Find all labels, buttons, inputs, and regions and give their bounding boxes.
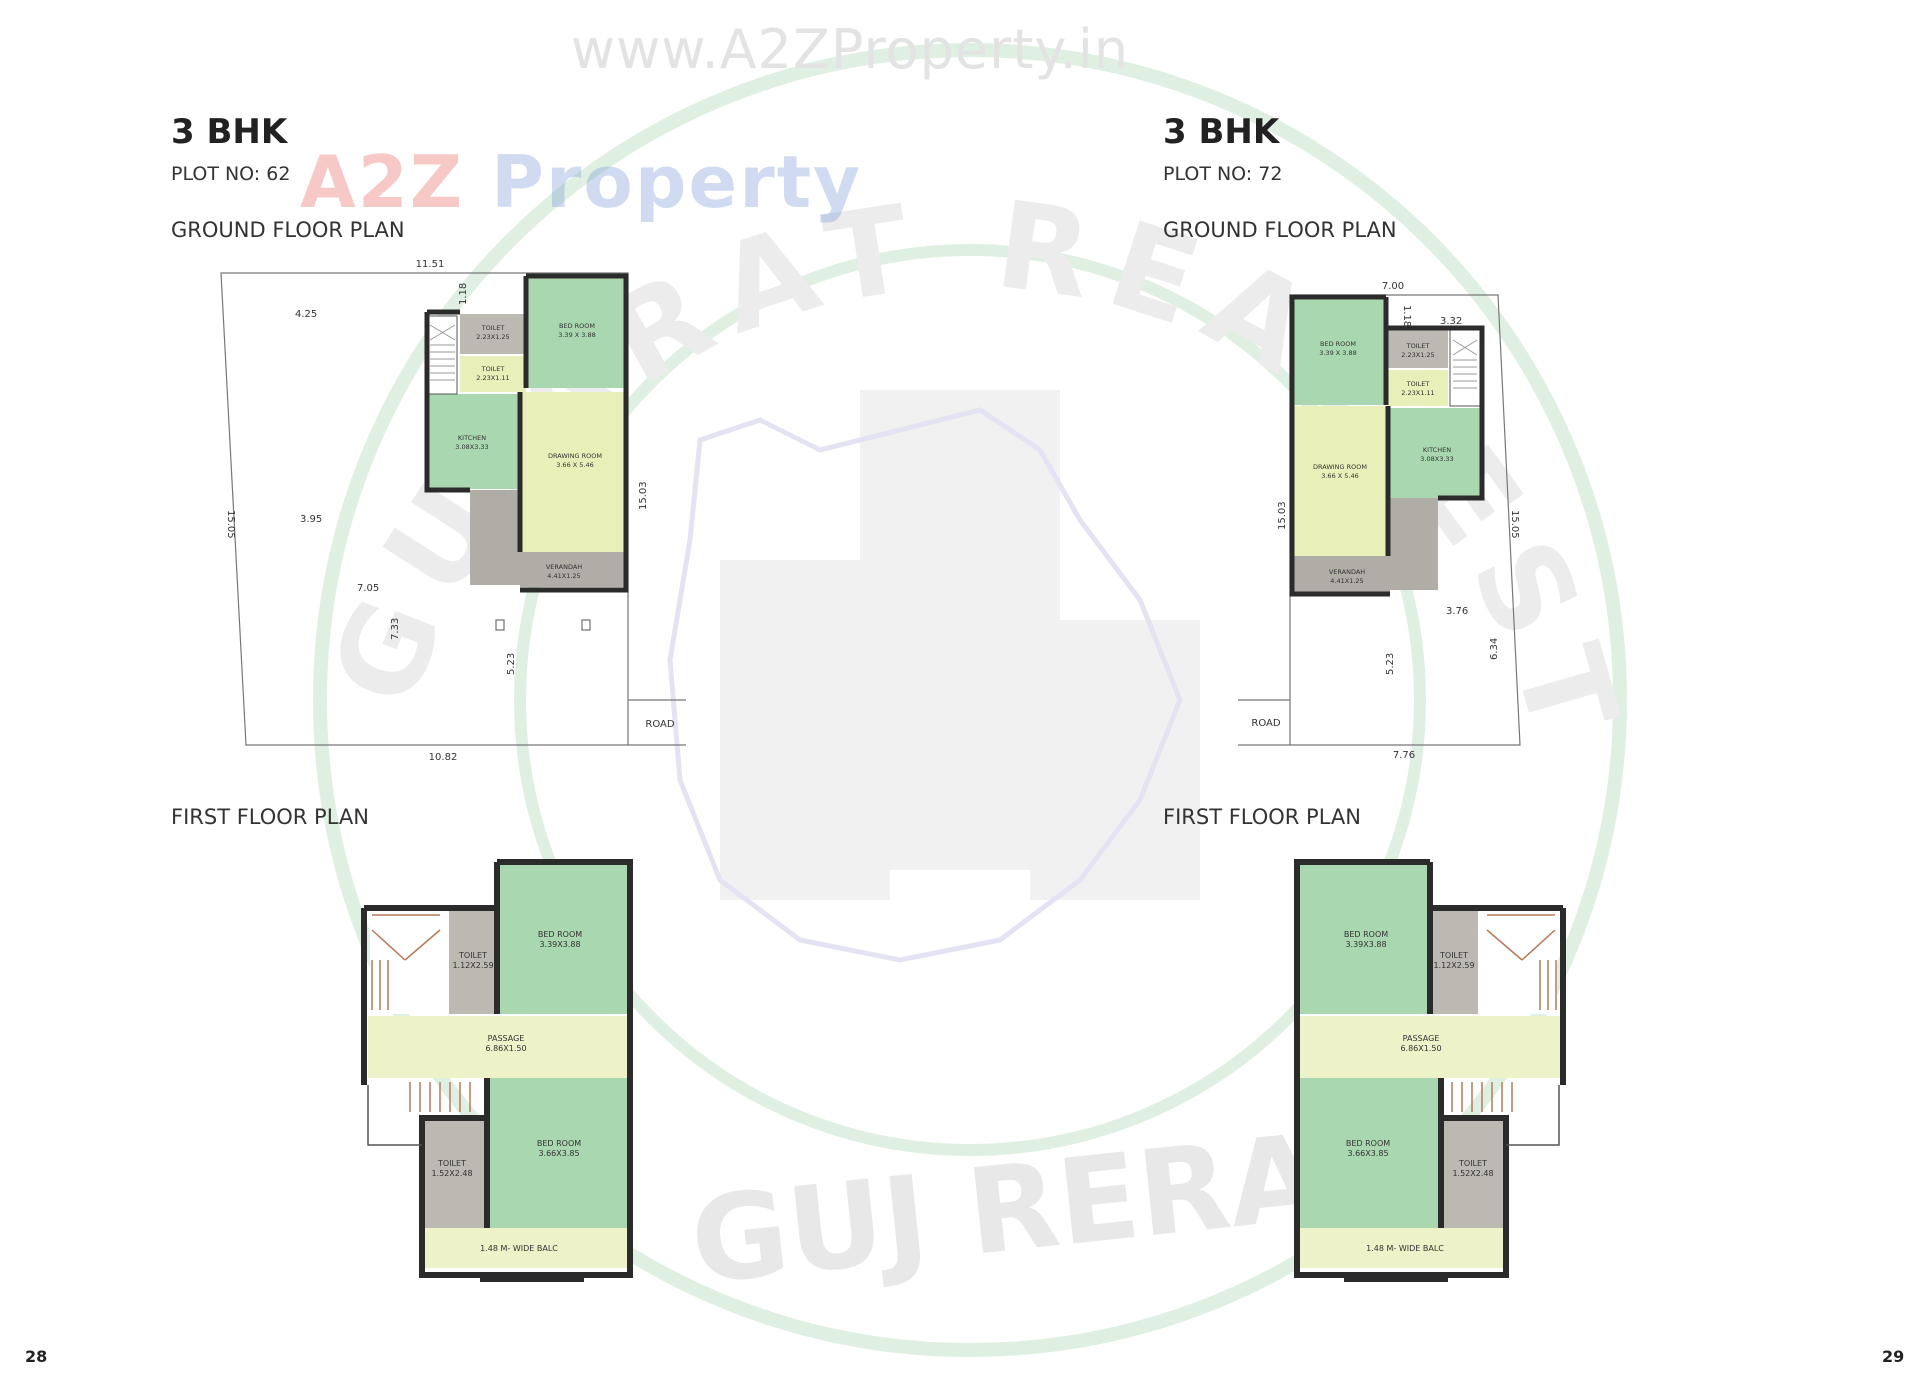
svg-text:1.48 M- WIDE BALC: 1.48 M- WIDE BALC <box>480 1244 558 1253</box>
svg-text:6.86X1.50: 6.86X1.50 <box>485 1044 526 1053</box>
svg-text:DRAWING ROOM: DRAWING ROOM <box>548 452 602 460</box>
svg-text:1.52X2.48: 1.52X2.48 <box>431 1169 472 1178</box>
dim-a: 4.25 <box>295 309 317 320</box>
l-g-drawing <box>520 392 626 552</box>
r-dim-a: 1.18 <box>1401 305 1412 327</box>
road-label: ROAD <box>645 719 674 730</box>
right-page-title: 3 BHK <box>1163 112 1280 152</box>
svg-text:1.12X2.59: 1.12X2.59 <box>1433 961 1474 970</box>
svg-text:4.41X1.25: 4.41X1.25 <box>547 572 580 580</box>
l-g-verandah <box>520 552 626 587</box>
svg-text:DRAWING ROOM: DRAWING ROOM <box>1313 463 1367 471</box>
right-page-number: 29 <box>1882 1347 1905 1366</box>
r-dim-e: 5.23 <box>1385 653 1396 675</box>
right-plot-number: PLOT NO: 72 <box>1163 163 1283 185</box>
svg-text:TOILET: TOILET <box>1406 342 1430 350</box>
left-page-number: 28 <box>25 1347 48 1366</box>
dim-bottom: 10.82 <box>429 752 458 763</box>
svg-text:3.39 X 3.88: 3.39 X 3.88 <box>1319 349 1357 357</box>
logo-property: Property <box>491 140 863 224</box>
svg-text:TOILET: TOILET <box>481 365 505 373</box>
dim-right: 15.03 <box>638 481 649 510</box>
svg-text:BED ROOM: BED ROOM <box>1346 1139 1390 1148</box>
watermark-url: www.A2ZProperty.in <box>570 18 1130 81</box>
svg-text:1.52X2.48: 1.52X2.48 <box>1452 1169 1493 1178</box>
logo-a2z: A2Z <box>300 140 465 224</box>
svg-text:3.39X3.88: 3.39X3.88 <box>539 940 580 949</box>
svg-text:3.66X3.85: 3.66X3.85 <box>1347 1149 1388 1158</box>
svg-text:4.41X1.25: 4.41X1.25 <box>1330 577 1363 585</box>
svg-text:BED ROOM: BED ROOM <box>1320 340 1356 348</box>
svg-text:2.23X1.25: 2.23X1.25 <box>1401 351 1434 359</box>
l-g-bedroom <box>526 276 626 388</box>
r-dim-b: 3.32 <box>1440 316 1462 327</box>
svg-text:BED ROOM: BED ROOM <box>537 1139 581 1148</box>
svg-text:3.08X3.33: 3.08X3.33 <box>1420 455 1453 463</box>
svg-text:3.39X3.88: 3.39X3.88 <box>1345 940 1386 949</box>
svg-text:VERANDAH: VERANDAH <box>1329 568 1365 576</box>
svg-text:3.66 X 5.46: 3.66 X 5.46 <box>556 461 594 469</box>
svg-text:BED ROOM: BED ROOM <box>538 930 582 939</box>
svg-text:TOILET: TOILET <box>437 1159 466 1168</box>
r-dim-bottom: 7.76 <box>1393 750 1415 761</box>
dim-b: 3.95 <box>300 514 322 525</box>
l-g-kitchen <box>427 394 520 489</box>
left-plot-number: PLOT NO: 62 <box>171 163 291 185</box>
svg-text:2.23X1.11: 2.23X1.11 <box>1401 389 1434 397</box>
l-g-toilet1 <box>460 314 526 354</box>
svg-text:BED ROOM: BED ROOM <box>1344 930 1388 939</box>
svg-text:KITCHEN: KITCHEN <box>1423 446 1451 454</box>
svg-text:VERANDAH: VERANDAH <box>546 563 582 571</box>
svg-text:2.23X1.25: 2.23X1.25 <box>476 333 509 341</box>
svg-text:3.08X3.33: 3.08X3.33 <box>455 443 488 451</box>
r-dim-top: 7.00 <box>1382 281 1404 292</box>
r-road-label: ROAD <box>1251 718 1280 729</box>
svg-text:PASSAGE: PASSAGE <box>488 1034 525 1043</box>
svg-text:3.39 X 3.88: 3.39 X 3.88 <box>558 331 596 339</box>
svg-text:KITCHEN: KITCHEN <box>458 434 486 442</box>
left-page-title: 3 BHK <box>171 112 288 152</box>
a2z-logo-watermark: A2Z Property <box>300 140 862 224</box>
dim-top: 11.51 <box>416 259 445 270</box>
dim-f: 1.18 <box>458 283 469 305</box>
svg-text:TOILET: TOILET <box>1406 380 1430 388</box>
svg-text:TOILET: TOILET <box>1439 951 1468 960</box>
svg-text:TOILET: TOILET <box>481 324 505 332</box>
l-g-toilet2 <box>460 356 526 392</box>
svg-text:TOILET: TOILET <box>458 951 487 960</box>
svg-text:2.23X1.11: 2.23X1.11 <box>476 374 509 382</box>
svg-text:PASSAGE: PASSAGE <box>1403 1034 1440 1043</box>
svg-text:1.48 M- WIDE BALC: 1.48 M- WIDE BALC <box>1366 1244 1444 1253</box>
left-ground-floor-heading: GROUND FLOOR PLAN <box>171 218 405 242</box>
r-dim-right: 15.05 <box>1509 510 1520 539</box>
dim-left: 15.05 <box>225 510 236 539</box>
r-dim-d: 6.34 <box>1489 638 1500 660</box>
dim-e: 5.23 <box>506 653 517 675</box>
dim-c: 7.05 <box>357 583 379 594</box>
left-first-floor-heading: FIRST FLOOR PLAN <box>171 805 369 829</box>
svg-text:TOILET: TOILET <box>1458 1159 1487 1168</box>
svg-text:6.86X1.50: 6.86X1.50 <box>1400 1044 1441 1053</box>
svg-text:3.66 X 5.46: 3.66 X 5.46 <box>1321 472 1359 480</box>
r-dim-left: 15.03 <box>1277 501 1288 530</box>
svg-text:3.66X3.85: 3.66X3.85 <box>538 1149 579 1158</box>
right-first-floor-heading: FIRST FLOOR PLAN <box>1163 805 1361 829</box>
svg-text:1.12X2.59: 1.12X2.59 <box>452 961 493 970</box>
right-ground-floor-heading: GROUND FLOOR PLAN <box>1163 218 1397 242</box>
r-dim-c: 3.76 <box>1446 606 1468 617</box>
svg-text:BED ROOM: BED ROOM <box>559 322 595 330</box>
dim-d: 7.33 <box>390 618 401 640</box>
